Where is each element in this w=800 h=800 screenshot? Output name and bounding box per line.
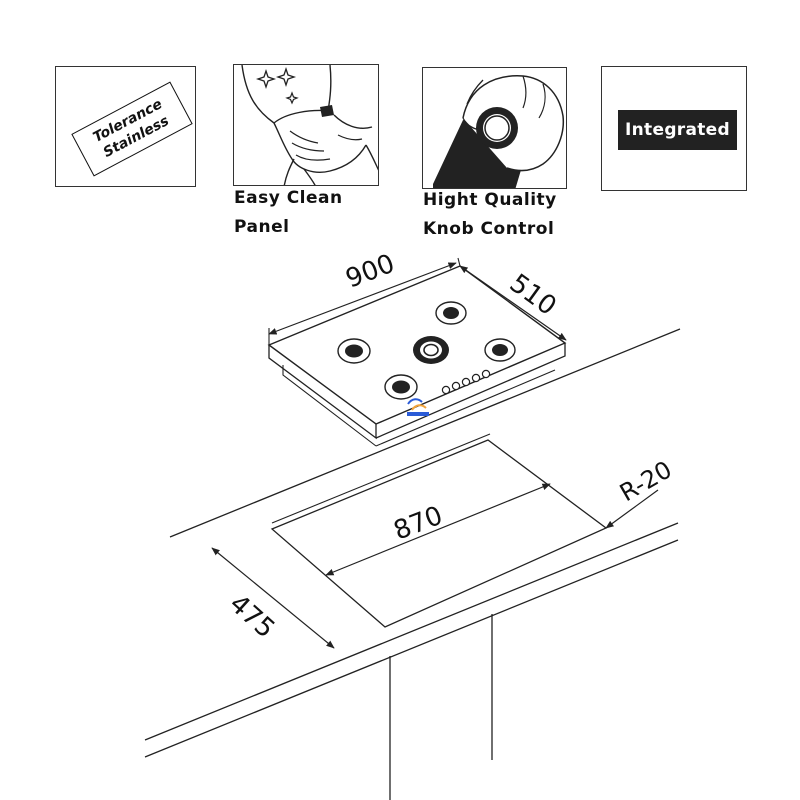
easy-clean-line2: Panel [234,217,290,237]
countertop-back-edge [169,328,681,538]
knob-line1: Hight Quality [423,190,557,210]
feature-tolerance-stainless: Tolerance Stainless [55,66,196,187]
easy-clean-caption: Easy Clean Panel [234,184,343,242]
burner-front [384,374,418,400]
knob-icon [471,373,481,383]
knob-line2: Knob Control [423,219,555,239]
knob-hand-icon [433,75,565,188]
brand-logo-icon [407,398,429,416]
dim-line-900 [268,262,457,335]
countertop-front-edge-top [144,522,679,741]
easy-clean-line1: Easy Clean [234,188,343,208]
dim-line-475 [211,547,335,649]
knob-caption: Hight Quality Knob Control [423,186,557,244]
control-knobs [441,369,491,395]
knob-icon [451,381,461,391]
hands-cleaning-icon [241,65,378,185]
feature-easy-clean [233,64,379,186]
feature-knob-control [422,67,567,189]
burner-wok-center [413,336,449,364]
feature-integrated: Integrated [601,66,747,191]
countertop-front-edge-bottom [144,539,679,758]
radius-leader [605,489,659,529]
burner-right [484,338,516,362]
knob-icon [461,377,471,387]
dim-line-870 [325,483,551,576]
integrated-badge: Integrated [618,110,737,150]
burner-left [337,338,371,364]
knob-icon [441,385,451,395]
dim-line-510 [459,265,567,341]
knob-icon [481,369,491,379]
burner-back [435,301,467,325]
